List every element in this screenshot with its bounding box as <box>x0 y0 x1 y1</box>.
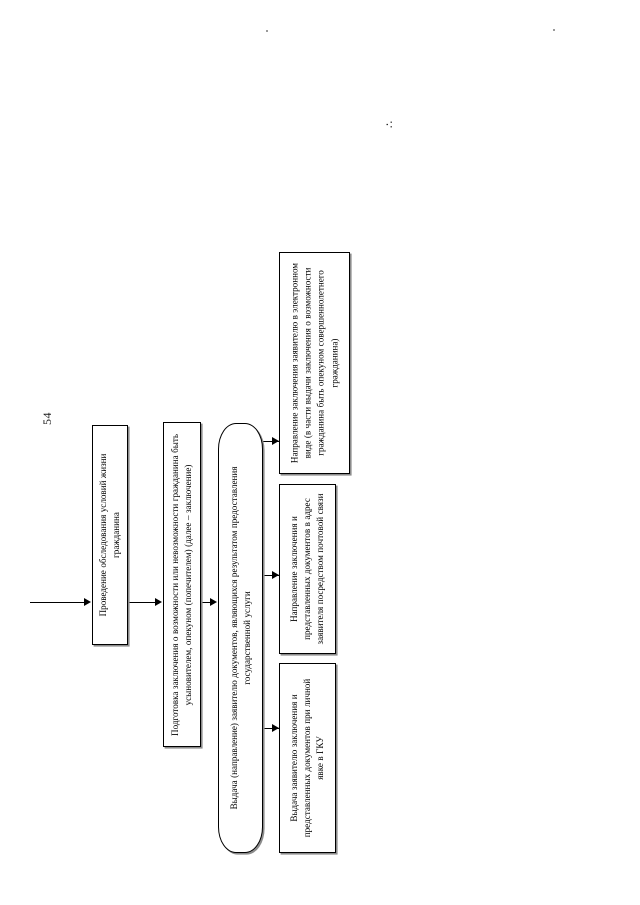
arrowhead-n3-to-n5 <box>272 571 279 579</box>
edge-entry-to-n1 <box>30 602 85 604</box>
flow-node-label: Направление заключения заявителю в элект… <box>289 262 339 464</box>
scan-speck <box>553 29 555 31</box>
arrowhead-n2-to-n3 <box>210 598 217 606</box>
arrowhead-n1-to-n2 <box>155 598 162 606</box>
flow-node-label: Выдача заявителю заключения и представле… <box>288 678 326 838</box>
flow-node-label: Проведение обследования условий жизни гр… <box>97 453 121 617</box>
flow-node-label: Выдача (направление) заявителю документо… <box>228 466 252 810</box>
edge-n2-to-n3 <box>201 602 215 604</box>
edge-n3-to-n4 <box>263 441 279 443</box>
flow-node-survey-living-conditions[interactable]: Проведение обследования условий жизни гр… <box>92 425 128 645</box>
corner-mark: ∴ <box>384 121 396 128</box>
arrowhead-entry-to-n1 <box>84 598 91 606</box>
flow-node-issue-result-documents[interactable]: Выдача (направление) заявителю документо… <box>218 423 263 853</box>
arrowhead-n3-to-n6 <box>272 724 279 732</box>
edge-n3-to-n6 <box>263 728 279 730</box>
flow-node-send-by-post[interactable]: Направление заключения и представленных … <box>279 484 336 654</box>
arrowhead-n3-to-n4 <box>272 437 279 445</box>
page-number: 54 <box>40 412 54 425</box>
flow-node-prepare-conclusion[interactable]: Подготовка заключения о возможности или … <box>163 422 201 747</box>
edge-n3-to-n5 <box>263 575 279 577</box>
flow-node-label: Подготовка заключения о возможности или … <box>169 433 193 736</box>
flow-node-send-conclusion-electronic[interactable]: Направление заключения заявителю в элект… <box>279 252 350 474</box>
edge-n1-to-n2 <box>128 602 156 604</box>
flow-node-issue-in-person-gku[interactable]: Выдача заявителю заключения и представле… <box>279 663 336 853</box>
flow-node-label: Направление заключения и представленных … <box>288 493 326 645</box>
scan-speck <box>266 30 268 32</box>
